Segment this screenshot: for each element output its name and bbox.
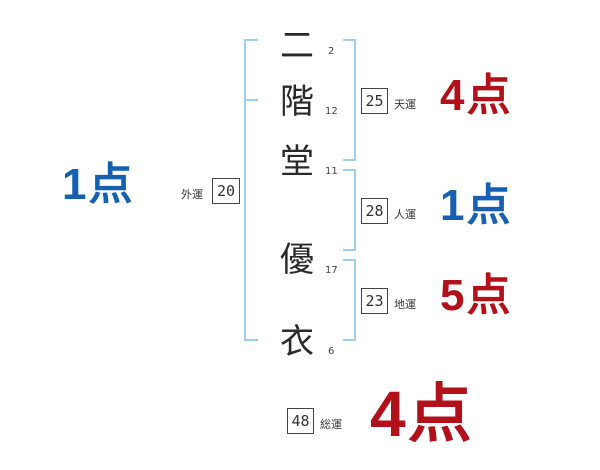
tenun-value-box: 25 bbox=[361, 88, 388, 114]
jinun-score: 1点 bbox=[440, 181, 513, 230]
souun-value-box: 48 bbox=[287, 408, 314, 434]
jinun-bracket bbox=[343, 169, 356, 251]
name-char-3: 堂 bbox=[280, 142, 314, 182]
chiun-label: 地運 bbox=[394, 298, 416, 311]
chiun-value-box: 23 bbox=[361, 288, 388, 314]
stroke-count-1: 2 bbox=[328, 46, 335, 57]
chiun-score: 5点 bbox=[440, 271, 513, 320]
gaiun-value-box: 20 bbox=[212, 178, 240, 204]
souun-score: 4点 bbox=[370, 378, 474, 450]
stroke-count-5: 6 bbox=[328, 346, 335, 357]
stroke-count-2: 12 bbox=[325, 106, 338, 117]
tenun-label: 天運 bbox=[394, 98, 416, 111]
jinun-value-box: 28 bbox=[361, 198, 388, 224]
name-char-1: 二 bbox=[280, 26, 314, 66]
stroke-count-3: 11 bbox=[325, 166, 338, 177]
gaiun-score: 1点 bbox=[62, 160, 135, 209]
name-char-2: 階 bbox=[280, 82, 314, 122]
tenun-bracket bbox=[343, 39, 356, 161]
jinun-label: 人運 bbox=[394, 208, 416, 221]
stroke-count-4: 17 bbox=[325, 265, 338, 276]
name-char-4: 優 bbox=[280, 240, 314, 280]
souun-label: 総運 bbox=[320, 418, 342, 431]
name-char-5: 衣 bbox=[280, 322, 314, 362]
tenun-score: 4点 bbox=[440, 71, 513, 120]
gaiun-label: 外運 bbox=[181, 188, 203, 201]
chiun-bracket bbox=[343, 259, 356, 341]
gaiun-bracket bbox=[244, 39, 258, 341]
